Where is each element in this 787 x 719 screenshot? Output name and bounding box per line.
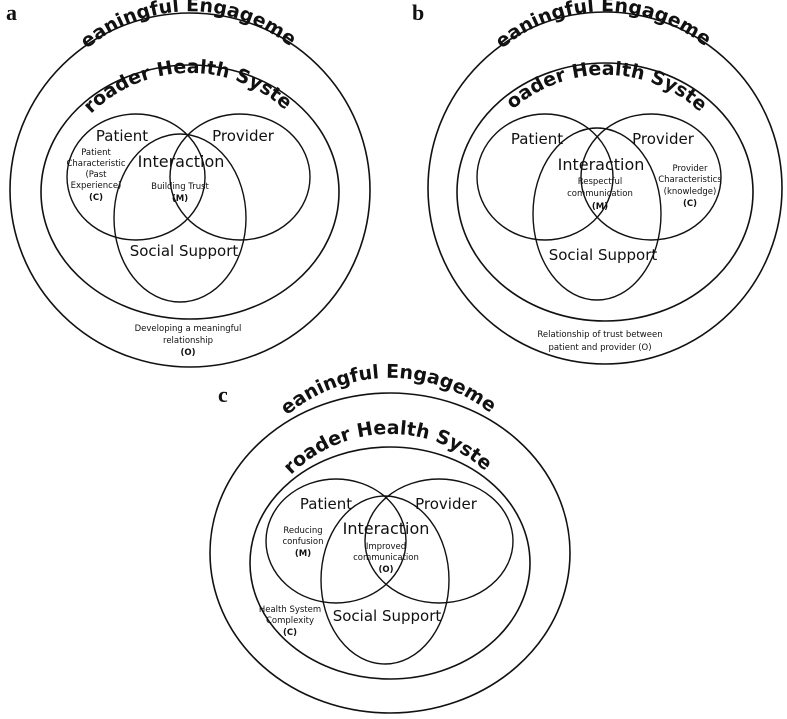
provider-circle <box>580 113 722 241</box>
interaction-note-code: (M) <box>172 194 188 204</box>
interaction-note-code: (M) <box>592 202 608 212</box>
meaningful-engagement-ring <box>427 11 783 365</box>
system-note-line: Complexity <box>266 616 314 626</box>
provider-note-code: (C) <box>683 199 697 209</box>
broader-health-system-ring <box>456 62 754 322</box>
interaction-label: Interaction <box>138 152 225 171</box>
provider-circle <box>169 113 311 241</box>
panel-letter: b <box>412 0 424 25</box>
system-note-code: (C) <box>283 628 297 638</box>
interaction-label: Interaction <box>343 519 430 538</box>
patient-note-line: Reducing <box>283 526 322 536</box>
outcome-note-line: Developing a meaningful <box>135 324 242 334</box>
social-support-circle <box>113 133 247 303</box>
interaction-note-line: communication <box>567 189 633 199</box>
interaction-note-line: Respectful <box>578 177 623 187</box>
provider-note-line: (knowledge) <box>664 187 717 197</box>
outcome-note-line: patient and provider (O) <box>548 343 651 353</box>
provider-note-line: Characteristics <box>658 175 722 185</box>
outcome-note-code: (O) <box>181 348 196 358</box>
patient-note-line: Characteristic <box>66 159 125 169</box>
interaction-note-line: communication <box>353 553 419 563</box>
patient-label: Patient <box>96 127 148 145</box>
panel-a: a Meaningful Engagement Broader Health S… <box>0 0 371 368</box>
provider-circle <box>364 478 514 604</box>
panel-letter: a <box>6 0 17 25</box>
patient-note-line: Patient <box>81 148 111 158</box>
patient-circle <box>476 113 614 241</box>
social-support-label: Social Support <box>549 246 658 264</box>
broader-health-system-ring <box>249 446 531 680</box>
interaction-note-line: Building Trust <box>151 182 209 192</box>
patient-note-line: (Past <box>85 170 107 180</box>
patient-note-code: (C) <box>89 193 103 203</box>
social-support-circle <box>320 495 450 665</box>
social-support-circle <box>532 127 662 301</box>
social-support-label: Social Support <box>130 242 239 260</box>
patient-label: Patient <box>511 130 563 148</box>
outcome-note-line: relationship <box>163 336 213 346</box>
patient-note-code: (M) <box>295 549 311 559</box>
meaningful-engagement-ring <box>209 392 571 714</box>
patient-circle <box>66 113 206 241</box>
meaningful-engagement-ring <box>9 12 371 368</box>
provider-label: Provider <box>415 495 478 513</box>
provider-label: Provider <box>212 127 275 145</box>
meaningful-engagement-label: Meaningful Engagement <box>0 0 300 53</box>
outcome-note-line: Relationship of trust between <box>537 330 662 340</box>
system-note-line: Health System <box>259 605 321 615</box>
interaction-note-code: (O) <box>379 565 394 575</box>
interaction-label: Interaction <box>558 155 645 174</box>
interaction-note-line: Improved <box>366 542 406 552</box>
patient-note-line: confusion <box>282 537 323 547</box>
patient-note-line: Experience) <box>71 181 122 191</box>
panel-letter: c <box>218 382 228 407</box>
patient-circle <box>265 478 407 604</box>
broader-health-system-ring <box>40 64 340 320</box>
provider-note-line: Provider <box>673 164 709 174</box>
social-support-label: Social Support <box>333 607 442 625</box>
provider-label: Provider <box>632 130 695 148</box>
patient-label: Patient <box>300 495 352 513</box>
